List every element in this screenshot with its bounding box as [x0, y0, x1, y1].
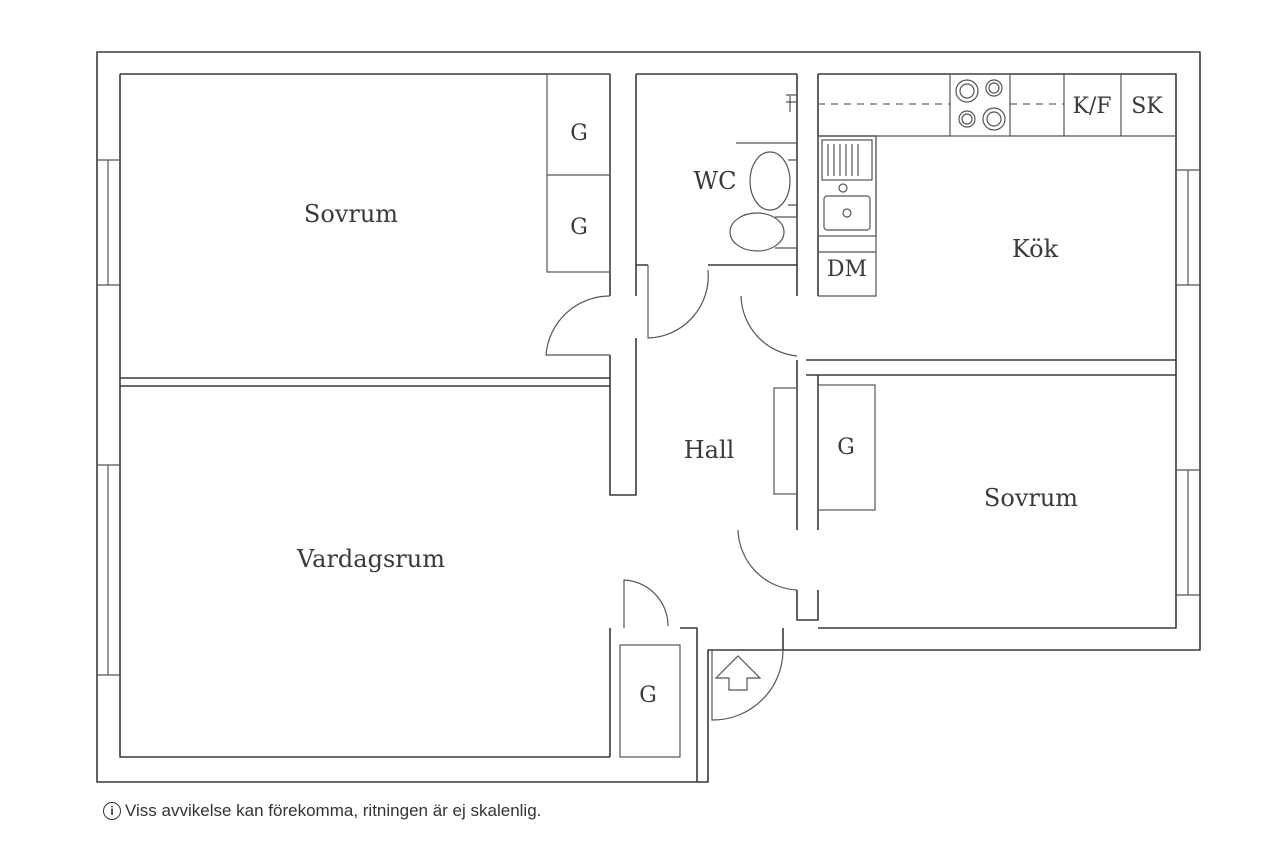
- closet-label: G: [570, 121, 588, 146]
- kitchen-fixtures: [817, 73, 1176, 297]
- room-label-sovrum-right: Sovrum: [984, 484, 1078, 512]
- disclaimer-text: Viss avvikelse kan förekomma, ritningen …: [125, 801, 542, 820]
- cabinet-label: SK: [1131, 94, 1163, 119]
- closet-label: G: [837, 435, 855, 460]
- room-label-hall: Hall: [684, 436, 735, 464]
- dishwasher-label: DM: [827, 257, 867, 282]
- outer-walls: [96, 51, 1201, 783]
- interior-walls: [120, 74, 1176, 782]
- wc-fixtures: [729, 94, 798, 252]
- room-label-kok: Kök: [1012, 235, 1059, 263]
- info-icon: i: [103, 802, 121, 820]
- entrance-arrow-icon: [714, 655, 762, 691]
- doors: [545, 265, 798, 721]
- room-label-wc: WC: [693, 167, 736, 195]
- closet-label: G: [639, 683, 657, 708]
- room-label-sovrum-left: Sovrum: [304, 200, 398, 228]
- disclaimer: i Viss avvikelse kan förekomma, ritninge…: [103, 801, 541, 821]
- closet-label: G: [570, 215, 588, 240]
- room-label-vardagsrum: Vardagsrum: [296, 545, 445, 573]
- fridge-freezer-label: K/F: [1072, 94, 1111, 119]
- closets: [546, 73, 876, 758]
